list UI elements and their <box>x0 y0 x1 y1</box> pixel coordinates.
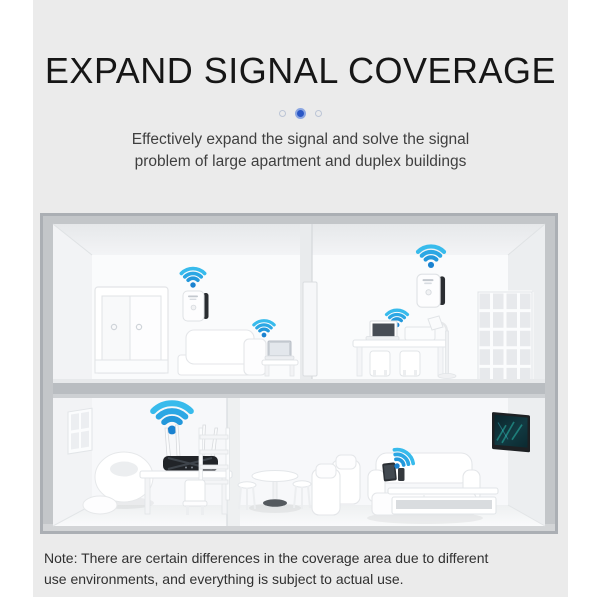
subtitle-line-1: Effectively expand the signal and solve … <box>131 131 470 148</box>
router-table <box>139 470 233 515</box>
carousel-dot[interactable] <box>295 107 306 119</box>
tablet <box>382 462 397 482</box>
armchair <box>311 463 341 516</box>
wardrobe <box>94 286 169 374</box>
bean-bag-pouf <box>82 451 154 515</box>
lower-left-room <box>67 403 233 515</box>
chair <box>369 350 391 377</box>
smartphone <box>398 468 405 481</box>
lower-middle-dining <box>237 470 312 513</box>
lower-right-living-room <box>311 412 530 524</box>
chair <box>182 479 208 515</box>
desk <box>352 320 448 377</box>
printer <box>404 326 436 341</box>
cube-shelf <box>476 290 534 387</box>
tv-console <box>387 487 499 515</box>
stool <box>292 480 312 509</box>
subtitle-line-2: problem of large apartment and duplex bu… <box>134 153 467 170</box>
house-cutaway-illustration <box>40 213 558 534</box>
stool <box>237 481 257 510</box>
page-title: EXPAND SIGNAL COVERAGE <box>44 50 557 91</box>
upper-right-office <box>352 246 534 387</box>
house-illustration-svg <box>40 213 558 534</box>
carousel-dot[interactable] <box>315 109 322 117</box>
floor-lamp <box>427 315 457 379</box>
bed <box>177 329 267 376</box>
side-table-laptop <box>261 340 299 377</box>
carousel-dots <box>33 106 568 120</box>
window <box>67 407 93 455</box>
laptop <box>365 320 400 341</box>
carousel-dot[interactable] <box>279 109 286 117</box>
upper-left-bedroom <box>94 266 299 377</box>
floor-slab <box>53 379 545 398</box>
wall-tv <box>492 412 530 453</box>
wifi-repeater-device <box>416 273 446 308</box>
footnote-line-2: use environments, and everything is subj… <box>44 571 404 587</box>
round-table <box>251 470 299 507</box>
subtitle: Effectively expand the signal and solve … <box>33 129 568 173</box>
upper-divider-wall <box>300 224 318 379</box>
footnote: Note: There are certain differences in t… <box>44 548 559 590</box>
footnote-line-1: Note: There are certain differences in t… <box>44 550 489 566</box>
wifi-repeater-device <box>182 290 209 322</box>
chair <box>399 350 421 377</box>
